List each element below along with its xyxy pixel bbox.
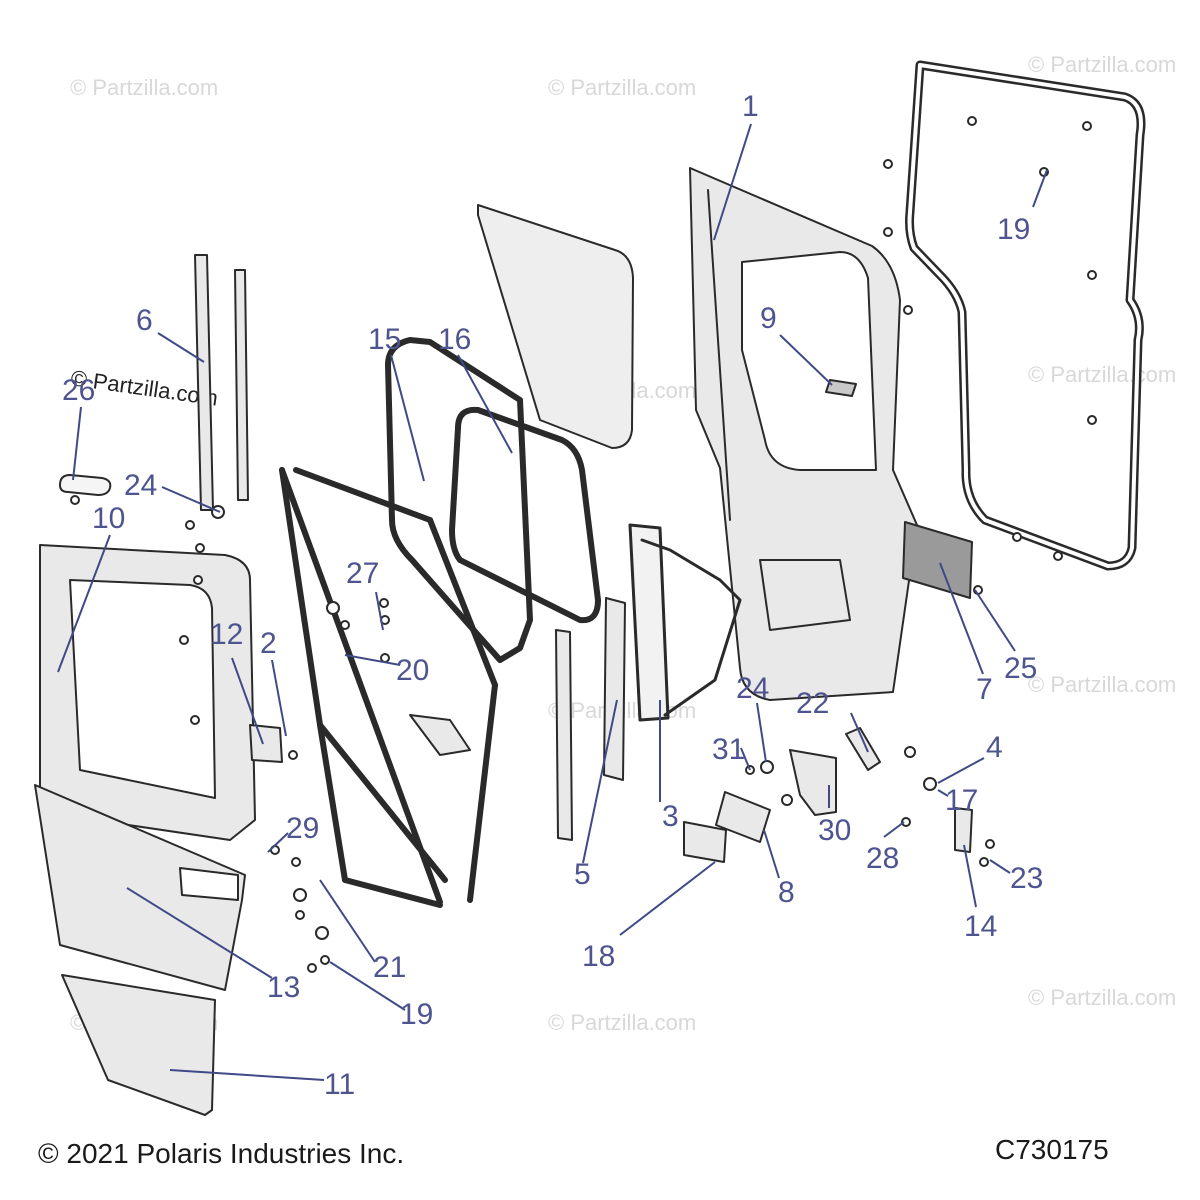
callout-16: 16 xyxy=(438,323,471,356)
watermark: © Partzilla.com xyxy=(1028,985,1176,1010)
frame-hinge-bracket xyxy=(409,714,471,756)
callout-17: 17 xyxy=(945,784,978,817)
callout-10: 10 xyxy=(92,502,125,535)
handle-bracket xyxy=(789,749,837,816)
callout-22: 22 xyxy=(796,687,829,720)
callout-1: 1 xyxy=(742,90,759,123)
callout-18: 18 xyxy=(582,940,615,973)
callout-26: 26 xyxy=(62,374,95,407)
glass-seal-outer xyxy=(449,406,601,624)
outer-door-seal xyxy=(905,60,1146,571)
callout-19-upper: 19 xyxy=(997,213,1030,246)
glass-latch-9 xyxy=(825,379,857,397)
handle-pull xyxy=(59,474,112,496)
watermark: © Partzilla.com xyxy=(1028,362,1176,387)
handle xyxy=(845,727,881,771)
callout-25: 25 xyxy=(1004,652,1037,685)
callout-5: 5 xyxy=(574,858,591,891)
callout-30: 30 xyxy=(818,814,851,847)
callout-29: 29 xyxy=(286,812,319,845)
callout-9: 9 xyxy=(760,302,777,335)
callout-2: 2 xyxy=(260,627,277,660)
glass-panel xyxy=(477,204,634,449)
callout-labels: 1 2 3 4 5 6 7 8 9 10 11 12 13 14 15 16 1… xyxy=(62,90,1043,1101)
interior-latch xyxy=(249,724,283,763)
lower-trim-panel xyxy=(34,784,246,991)
callout-21: 21 xyxy=(373,951,406,984)
callout-27: 27 xyxy=(346,557,379,590)
upper-channel-b xyxy=(234,269,249,501)
outer-door-shell xyxy=(689,167,918,701)
fasteners xyxy=(70,116,1097,973)
callout-28: 28 xyxy=(866,842,899,875)
watermark: © Partzilla.com xyxy=(1028,672,1176,697)
window-channel-right xyxy=(603,597,626,781)
callout-24-left: 24 xyxy=(124,469,157,502)
callout-3: 3 xyxy=(662,800,679,833)
kick-panel xyxy=(61,974,216,1116)
copyright-notice: © 2021 Polaris Industries Inc. xyxy=(38,1138,405,1169)
leader-lines xyxy=(57,123,1048,1081)
watermark: © Partzilla.com xyxy=(70,75,218,100)
door-frame xyxy=(279,467,498,908)
callout-13: 13 xyxy=(267,971,300,1004)
watermark: © Partzilla.com xyxy=(1028,52,1176,77)
callout-15: 15 xyxy=(368,323,401,356)
striker xyxy=(954,807,973,853)
latch-assembly xyxy=(715,791,771,843)
callout-20: 20 xyxy=(396,654,429,687)
callout-31: 31 xyxy=(712,733,745,766)
parts xyxy=(34,60,1146,1116)
callout-12: 12 xyxy=(210,618,243,651)
callout-19-lower: 19 xyxy=(400,998,433,1031)
callout-4: 4 xyxy=(986,731,1003,764)
watermark: © Partzilla.com xyxy=(548,1010,696,1035)
callout-14: 14 xyxy=(964,910,997,943)
callout-24-right: 24 xyxy=(736,672,769,705)
diagram-id: C730175 xyxy=(995,1134,1109,1165)
callout-23: 23 xyxy=(1010,862,1043,895)
callout-8: 8 xyxy=(778,876,795,909)
callout-7: 7 xyxy=(976,673,993,706)
callout-6: 6 xyxy=(136,304,153,337)
watermark: © Partzilla.com xyxy=(548,75,696,100)
window-regulator xyxy=(628,523,742,722)
vent-grille xyxy=(902,521,973,599)
window-channel-left xyxy=(555,629,573,841)
glass-seal-inner xyxy=(385,337,533,663)
upper-channel-a xyxy=(194,254,214,511)
door-latch xyxy=(683,821,727,863)
callout-11: 11 xyxy=(324,1068,355,1101)
